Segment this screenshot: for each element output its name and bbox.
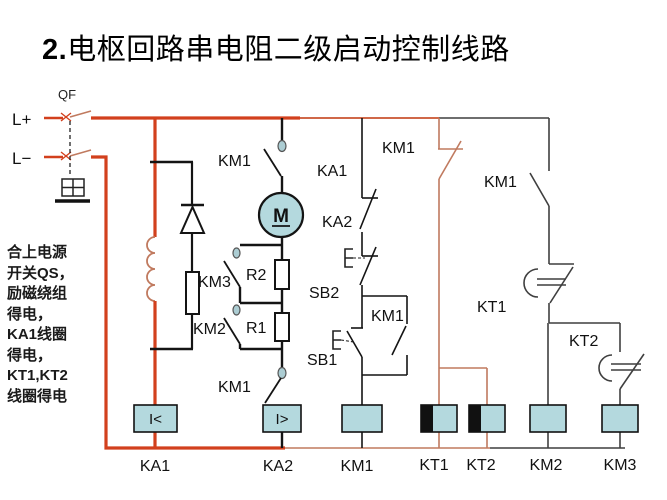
km1-selfhold-contact-blade — [391, 325, 407, 356]
km1-main-contact-label: KM1 — [218, 153, 251, 170]
resistor-bypass-contacts — [223, 243, 282, 351]
title-text: 电枢回路串电阻二级启动控制线路 — [67, 34, 510, 66]
r1-label: R1 — [246, 320, 267, 337]
km3-contact-label: KM3 — [198, 274, 231, 291]
sb2-pushbutton-actuator — [344, 248, 353, 268]
kt2-contact-blade — [619, 353, 645, 390]
km1-nc-contact-blade — [438, 140, 462, 180]
sb1-contact-blade — [346, 330, 363, 358]
kt1-contact-label: KT1 — [477, 299, 506, 316]
coil-label-km2: KM2 — [530, 457, 563, 474]
km3-contact-blade — [223, 260, 241, 288]
qf-label: QF — [58, 87, 76, 102]
km1-main-contact-blade — [263, 148, 282, 177]
note-line: 合上电源 — [7, 244, 68, 261]
diode-icon — [179, 204, 206, 234]
km2-contact-label: KM2 — [193, 321, 226, 338]
km2-coil — [529, 404, 567, 433]
coil-label-kt2: KT2 — [466, 457, 495, 474]
resistor-r1 — [274, 312, 290, 342]
field-coil-symbol — [146, 236, 156, 302]
note-line: 励磁绕组 — [7, 285, 68, 302]
km1-aux-contact-label: KM1 — [218, 379, 251, 396]
km3-coil — [601, 404, 639, 433]
ka-contact-blade — [359, 188, 377, 230]
coil-label-ka1: KA1 — [140, 458, 170, 475]
contact-terminal — [277, 139, 287, 153]
ka1-contact-label: KA1 — [317, 163, 347, 180]
ka2-relay-symbol-label: I> — [276, 411, 289, 428]
supply-buses — [91, 116, 625, 450]
km1-nc-contact-label: KM1 — [382, 140, 415, 157]
note-line: 线圈得电 — [7, 387, 68, 405]
km1-no-contact-label: KM1 — [484, 174, 517, 191]
sb1-label: SB1 — [307, 352, 337, 369]
note-line: KA1线圈 — [7, 326, 68, 343]
kt2-coil — [468, 404, 506, 433]
ka1-relay-symbol-label: I< — [149, 411, 162, 428]
diode-branch — [179, 162, 206, 349]
annotation-note: 合上电源 开关QS， 励磁绕组 得电， KA1线圈 得电， KT1,KT2 线圈… — [7, 243, 109, 407]
qf-breaker-symbol — [44, 110, 92, 203]
kt-coils-branch — [438, 118, 488, 448]
sb1-pushbutton-actuator — [332, 330, 341, 350]
sb2-label: SB2 — [309, 285, 339, 302]
contact-terminal — [232, 304, 241, 316]
l-plus-label: L+ — [12, 110, 31, 129]
coil-label-kt1: KT1 — [419, 457, 448, 474]
km1-coil-branch — [332, 118, 408, 448]
l-minus-label: L− — [12, 149, 31, 168]
km1-aux-contact-blade — [264, 377, 282, 404]
ka2-contact-label: KA2 — [322, 214, 352, 231]
armature-branch — [257, 118, 305, 448]
km1-selfhold-label: KM1 — [371, 308, 404, 325]
note-line: 开关QS， — [7, 264, 74, 282]
resistor-r2 — [274, 259, 290, 290]
kt1-delay-arc-icon — [523, 268, 539, 298]
km1-coil — [341, 404, 383, 433]
ka1-current-relay: I< — [133, 404, 178, 433]
coil-label-km3: KM3 — [604, 457, 637, 474]
ka2-current-relay: I> — [262, 404, 302, 433]
km2-km3-branch — [523, 118, 645, 448]
r2-label: R2 — [246, 267, 267, 284]
note-line: 得电， — [7, 305, 53, 323]
note-line: 得电， — [7, 346, 53, 364]
km1-no-contact-blade — [529, 172, 550, 207]
coil-label-ka2: KA2 — [263, 458, 293, 475]
kt1-coil — [420, 404, 458, 433]
sb2-contact-blade — [359, 246, 377, 286]
contact-terminal — [277, 366, 287, 380]
coil-label-km1: KM1 — [341, 458, 374, 475]
note-line: KT1,KT2 — [7, 367, 68, 384]
page-title: 2.电枢回路串电阻二级启动控制线路 — [42, 26, 510, 68]
motor-label: M — [273, 206, 289, 227]
contact-terminal — [232, 247, 241, 259]
kt2-delay-arc-icon — [598, 354, 613, 382]
title-number: 2. — [42, 34, 68, 66]
field-winding-branch — [146, 118, 193, 448]
kt2-contact-label: KT2 — [569, 333, 598, 350]
km2-contact-blade — [223, 317, 241, 345]
